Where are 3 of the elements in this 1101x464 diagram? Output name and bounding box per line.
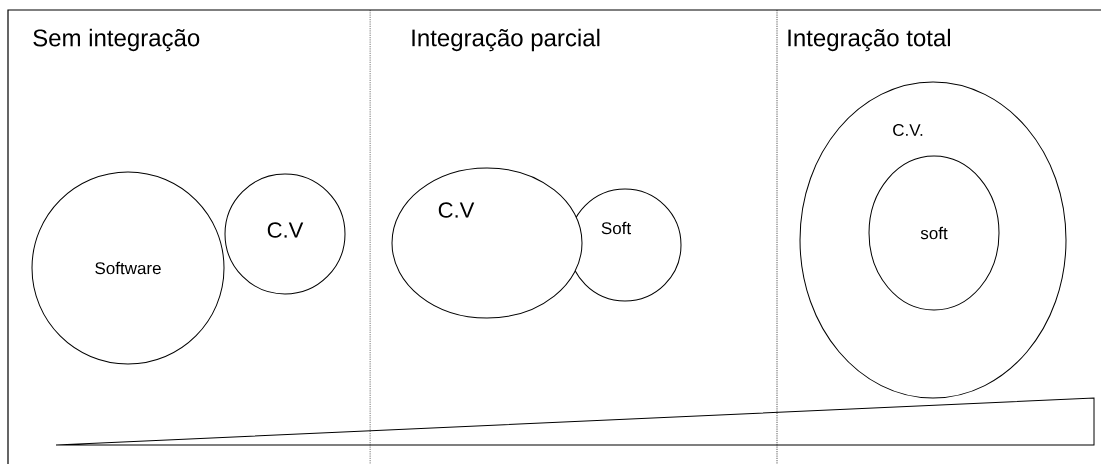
column-heading: Integração total bbox=[788, 28, 950, 52]
column-heading: Integração parcial bbox=[412, 28, 600, 52]
column-heading: Sem integração bbox=[33, 28, 200, 52]
